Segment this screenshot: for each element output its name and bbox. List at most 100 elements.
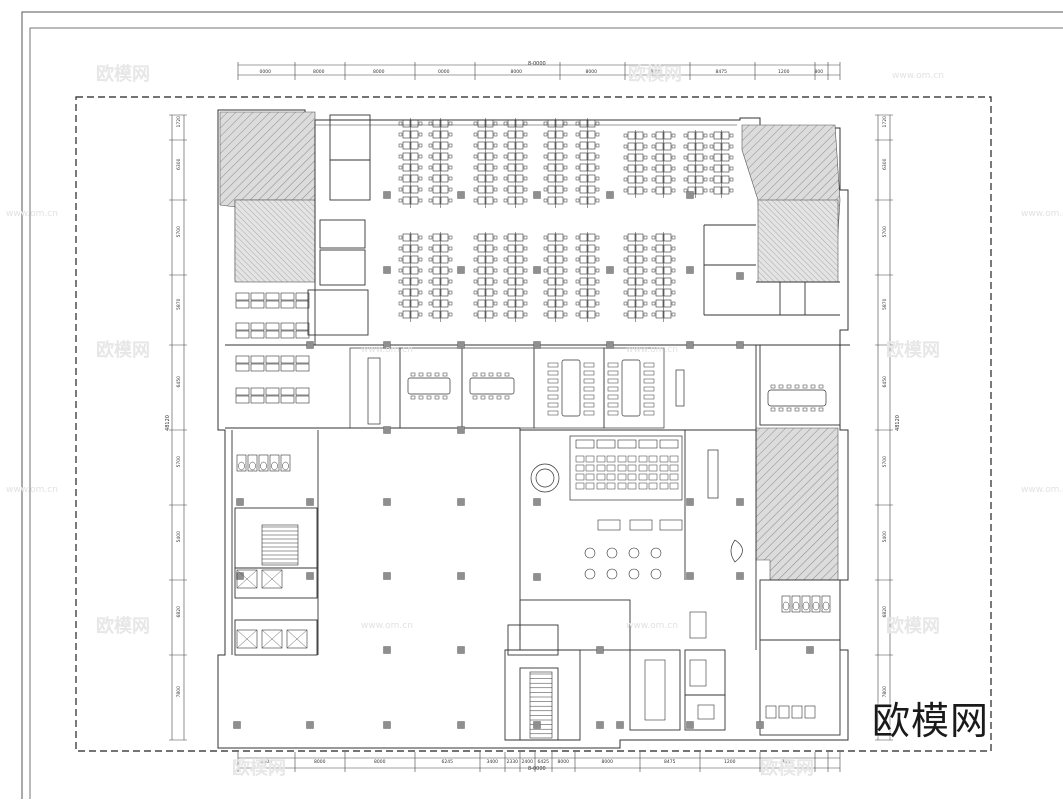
desk [402, 163, 411, 172]
structural-column [457, 721, 465, 729]
desk [295, 330, 310, 339]
chair [543, 268, 548, 273]
structural-column [236, 572, 244, 580]
dimension-label-top: 8475 [716, 69, 728, 75]
chair [606, 473, 616, 481]
chair [473, 176, 478, 181]
dimension-label-bottom: 2400 [522, 759, 534, 765]
watermark-url: www.om.cn [1021, 485, 1063, 495]
chair [575, 235, 580, 240]
elevator-car [286, 629, 308, 649]
desk [485, 244, 494, 253]
chair [671, 188, 676, 193]
chair [659, 482, 669, 490]
chair [575, 154, 580, 159]
lounge-table [629, 519, 653, 531]
chair [585, 464, 595, 472]
chair [398, 132, 403, 137]
desk [555, 163, 564, 172]
watermark: 欧模网 [886, 612, 940, 638]
dimension-label-right: 5400 [882, 531, 888, 543]
desk [663, 266, 672, 275]
drawing-title [400, 789, 700, 801]
structural-column [533, 191, 541, 199]
chair [617, 455, 627, 463]
chair [595, 187, 600, 192]
dimension-label-left: 5700 [176, 226, 182, 238]
desk [295, 363, 310, 372]
chair [473, 154, 478, 159]
desk [695, 186, 704, 195]
dimension-label-left: 6300 [176, 158, 182, 170]
desk [579, 299, 588, 308]
chair [703, 133, 708, 138]
chair [585, 473, 595, 481]
chair [398, 290, 403, 295]
desk [663, 277, 672, 286]
chair [595, 121, 600, 126]
chair [648, 482, 658, 490]
desk [432, 310, 441, 319]
chair [583, 386, 595, 392]
desk [587, 255, 596, 264]
desk [410, 196, 419, 205]
chair [563, 235, 568, 240]
desk [265, 322, 280, 331]
desk [250, 330, 265, 339]
desk [485, 310, 494, 319]
chair [671, 155, 676, 160]
desk [402, 244, 411, 253]
meeting-table [689, 611, 707, 639]
desk [440, 255, 449, 264]
desk [440, 152, 449, 161]
elevator-car [261, 569, 283, 589]
chair [703, 177, 708, 182]
desk [547, 185, 556, 194]
desk [617, 439, 637, 449]
chair [523, 176, 528, 181]
desk [547, 119, 556, 128]
toilet [260, 461, 267, 471]
structural-column [306, 498, 314, 506]
chair [575, 132, 580, 137]
chair [547, 402, 559, 408]
chair [473, 132, 478, 137]
chair [643, 386, 655, 392]
desk [547, 163, 556, 172]
chair [810, 384, 816, 389]
desk [579, 244, 588, 253]
desk [587, 196, 596, 205]
chair [473, 312, 478, 317]
desk [485, 288, 494, 297]
chair [503, 279, 508, 284]
structural-column [383, 266, 391, 274]
desk [295, 355, 310, 364]
dimension-label-left: 6450 [176, 376, 182, 388]
desk [477, 299, 486, 308]
dimension-label-top: 0000 [260, 69, 272, 75]
hatched-zones [219, 111, 841, 581]
desk [579, 233, 588, 242]
structural-column [686, 721, 694, 729]
chair [543, 121, 548, 126]
chair [418, 395, 424, 400]
chair [523, 132, 528, 137]
desk [635, 164, 644, 173]
structural-column [686, 498, 694, 506]
chair [398, 246, 403, 251]
chair [583, 394, 595, 400]
desk [477, 310, 486, 319]
chair [617, 482, 627, 490]
sheet-border [21, 11, 1063, 804]
chair [703, 155, 708, 160]
chair [729, 155, 734, 160]
dimension-label-bottom: 8000 [374, 759, 386, 765]
chair [473, 121, 478, 126]
chair [595, 290, 600, 295]
chair [418, 165, 423, 170]
chair [503, 257, 508, 262]
chair [659, 464, 669, 472]
desk [410, 299, 419, 308]
desk [579, 185, 588, 194]
